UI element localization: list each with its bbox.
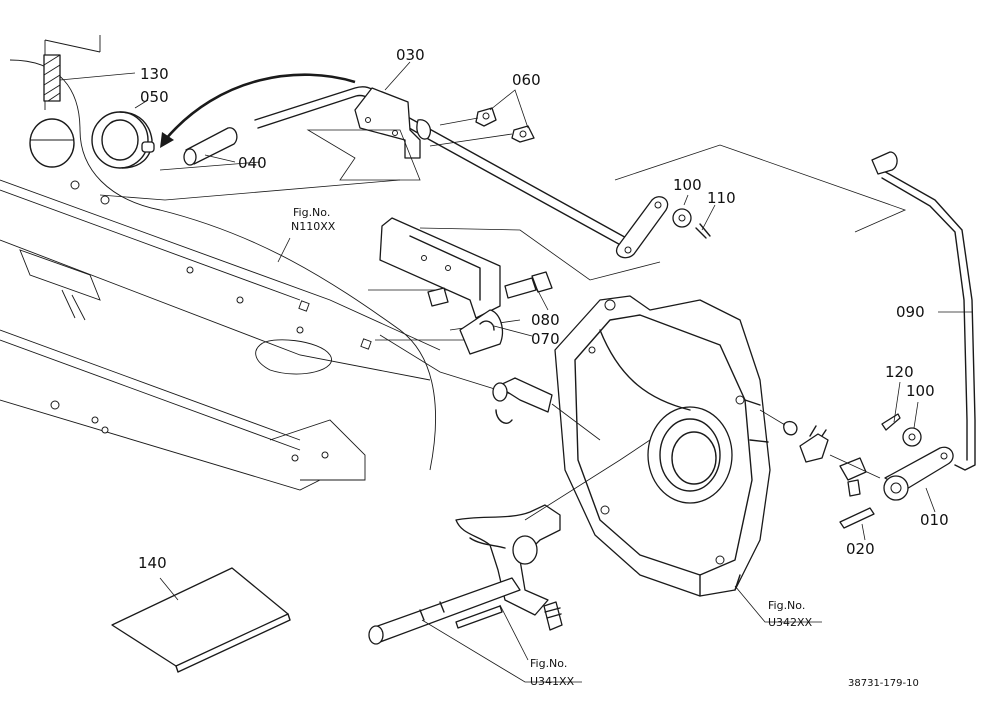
part-030-rod xyxy=(254,86,631,249)
transmission-case xyxy=(554,295,771,597)
shift-fork xyxy=(368,439,651,645)
part-130-plate xyxy=(43,54,61,102)
reference-lines-upper xyxy=(99,117,907,401)
fig-ref-u342-line2: U342XX xyxy=(768,616,813,629)
label-110: 110 xyxy=(707,189,736,207)
assembly-arrow xyxy=(160,73,356,148)
label-130: 130 xyxy=(140,65,169,83)
label-010: 010 xyxy=(920,511,949,529)
drawing-code: 38731-179-10 xyxy=(848,678,919,689)
cover-disc xyxy=(29,118,75,168)
label-050: 050 xyxy=(140,88,169,106)
part-080-bolt xyxy=(504,271,553,299)
fig-ref-u342-line1: Fig.No. xyxy=(768,599,805,612)
shifter-shaft-small xyxy=(492,377,601,441)
part-050-collar xyxy=(91,111,155,169)
label-100-upper: 100 xyxy=(673,176,702,194)
right-small-parts xyxy=(759,409,954,529)
part-labels: 130 050 040 030 060 100 110 080 070 090 … xyxy=(138,46,949,572)
label-120: 120 xyxy=(885,363,914,381)
label-020: 020 xyxy=(846,540,875,558)
label-140: 140 xyxy=(138,554,167,572)
leader-lines xyxy=(59,61,972,683)
label-040: 040 xyxy=(238,154,267,172)
fig-ref-u341-line1: Fig.No. xyxy=(530,657,567,670)
label-070: 070 xyxy=(531,330,560,348)
link-plate-upper xyxy=(615,196,711,259)
fig-ref-n110-line2: N110XX xyxy=(291,220,336,233)
part-070-bracket xyxy=(379,217,504,355)
label-100-lower: 100 xyxy=(906,382,935,400)
label-090: 090 xyxy=(896,303,925,321)
part-060-nuts xyxy=(475,107,535,143)
fig-ref-n110-line1: Fig.No. xyxy=(293,206,330,219)
part-040-sleeve xyxy=(183,127,238,166)
fig-ref-u341-line2: U341XX xyxy=(530,675,575,688)
label-030: 030 xyxy=(396,46,425,64)
label-060: 060 xyxy=(512,71,541,89)
main-frame xyxy=(0,35,441,491)
part-140-sheet xyxy=(111,567,291,673)
figure-refs: Fig.No. N110XX Fig.No. U342XX Fig.No. U3… xyxy=(291,206,813,688)
label-080: 080 xyxy=(531,311,560,329)
part-090-rod xyxy=(871,151,976,471)
